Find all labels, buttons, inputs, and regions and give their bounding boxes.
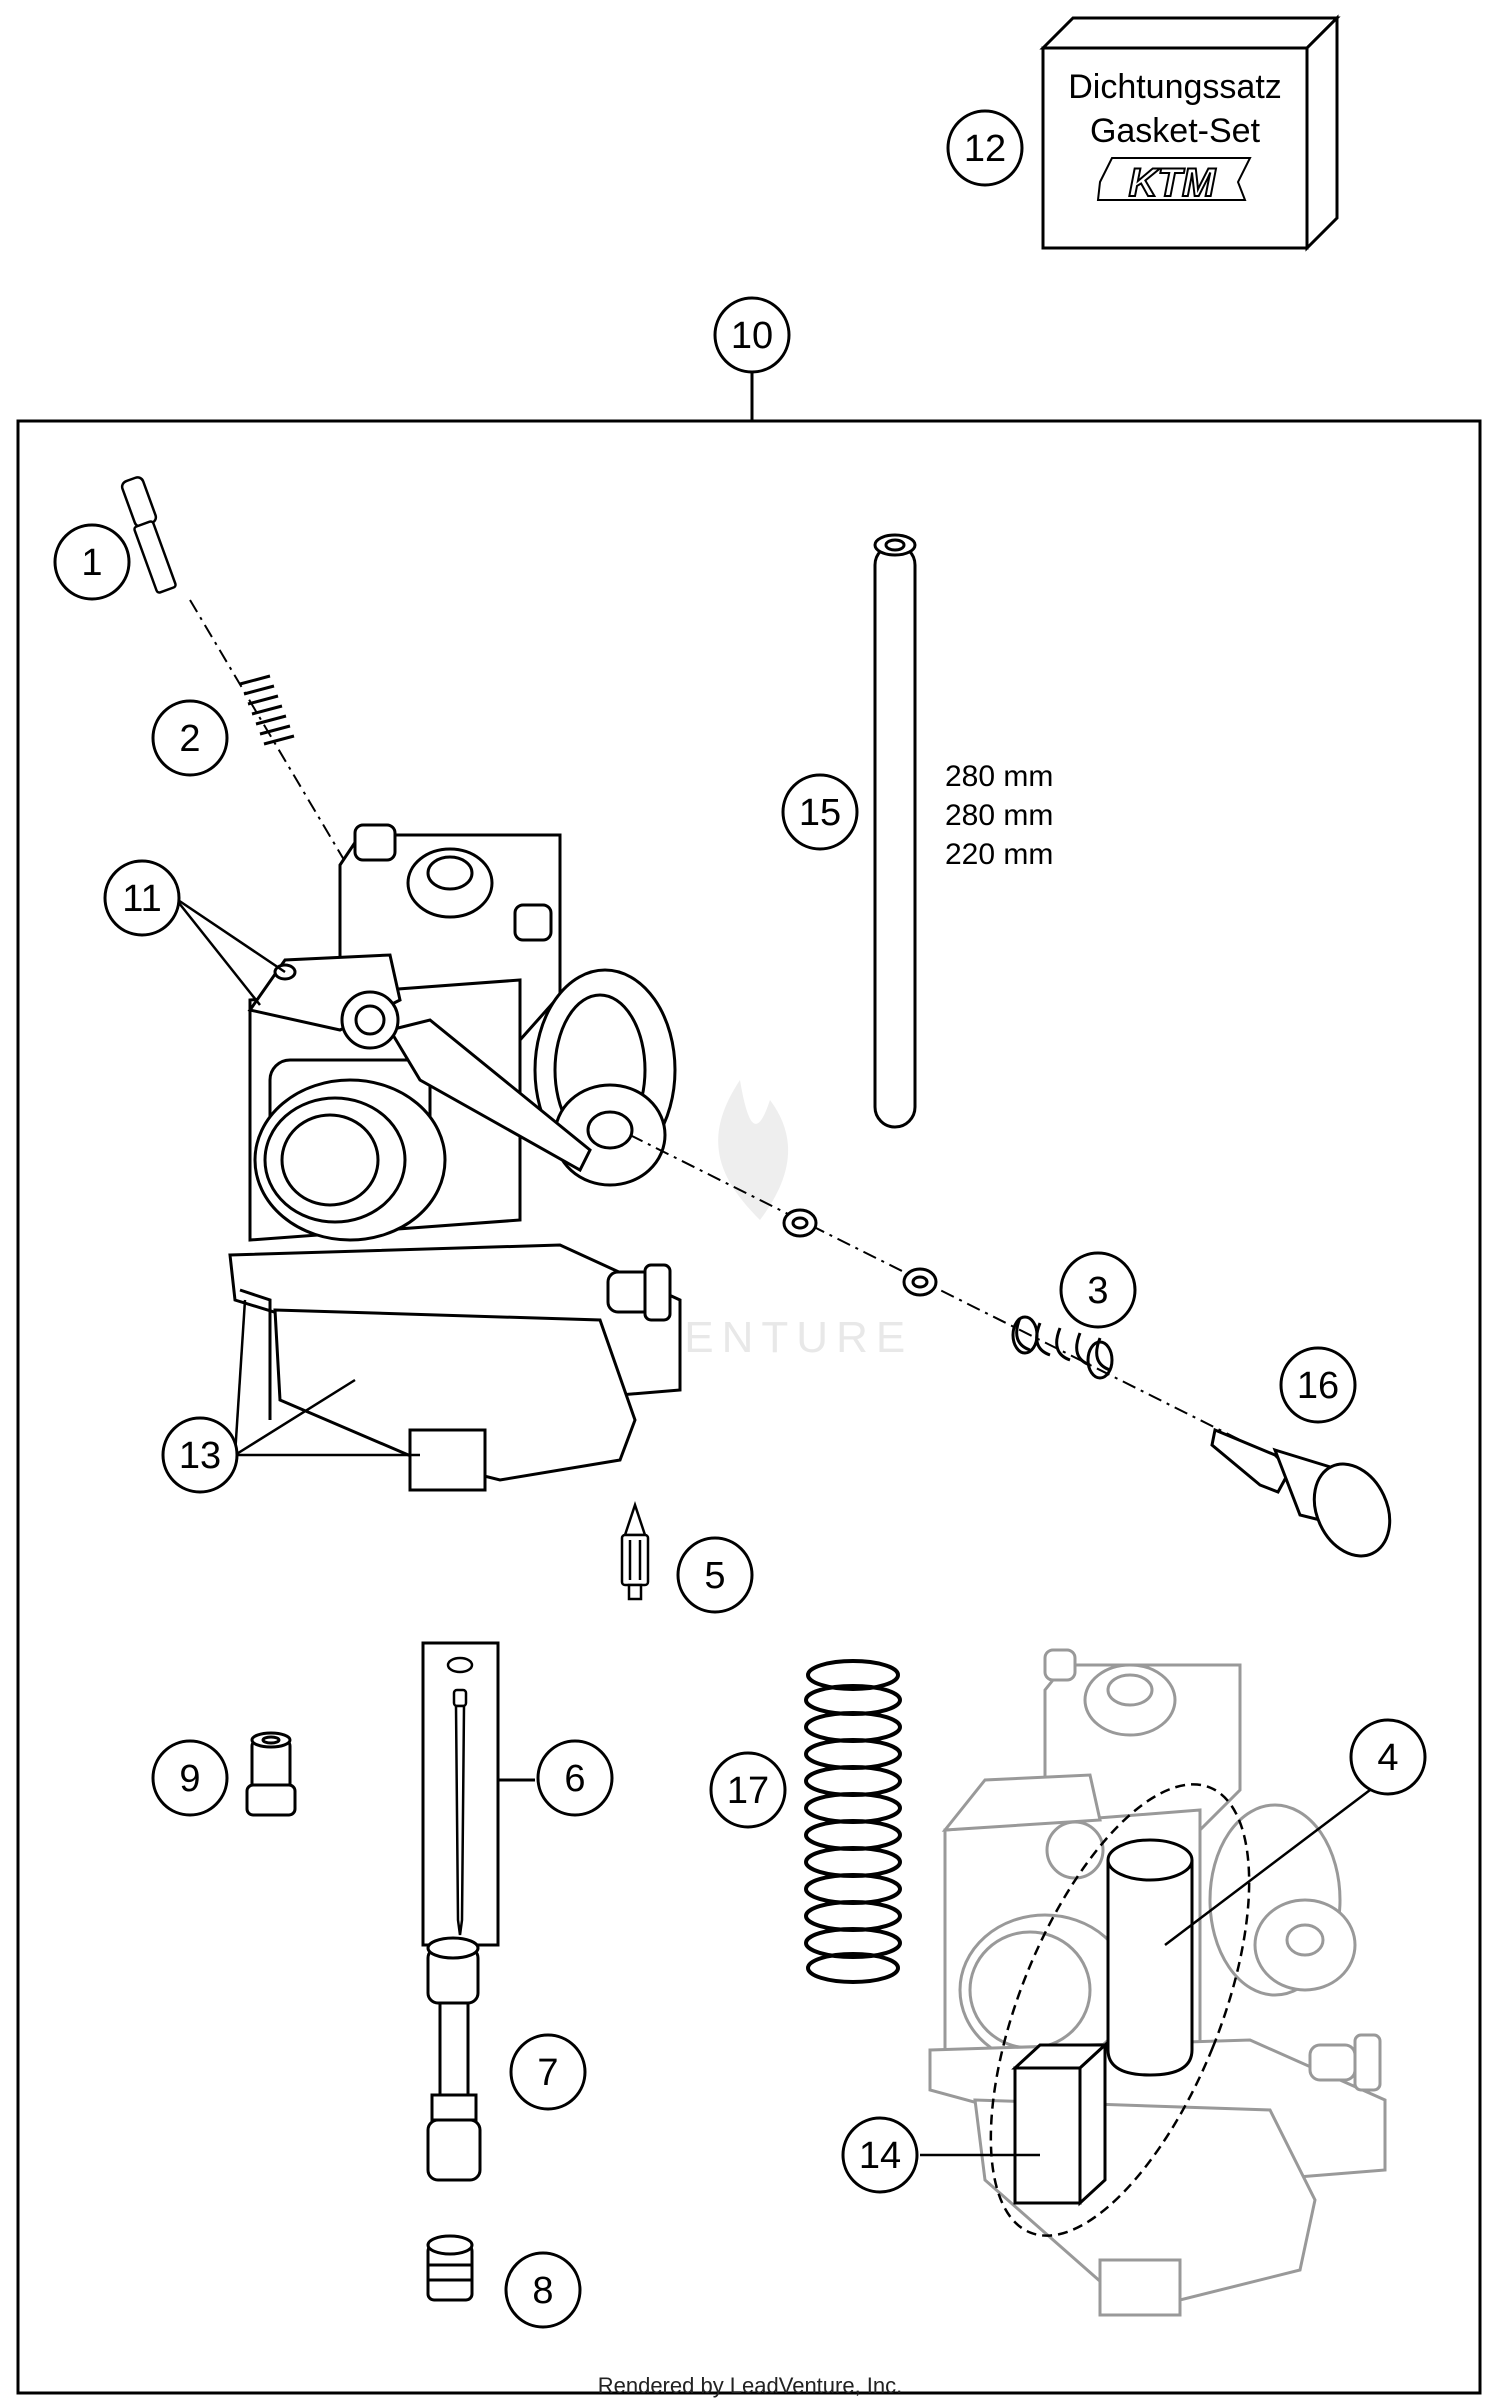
hose-length-3: 220 mm (945, 838, 1053, 871)
callout-10: 10 (713, 296, 791, 374)
cube-part (1011, 2041, 1109, 2207)
callout-13: 13 (161, 1416, 239, 1494)
cable-bracket (247, 953, 592, 1173)
washer-1 (782, 1208, 818, 1238)
callout-14: 14 (841, 2116, 919, 2194)
washer-2 (902, 1267, 938, 1297)
svg-text:5: 5 (704, 1555, 725, 1597)
callout-1: 1 (53, 523, 131, 601)
callout-11: 11 (103, 859, 181, 937)
callout-16: 16 (1279, 1346, 1357, 1424)
assembly-frame (16, 419, 1482, 2395)
carburetor-body (228, 823, 682, 1492)
svg-text:14: 14 (859, 2135, 901, 2177)
ktm-logo: KTM (1096, 157, 1252, 206)
callout-17: 17 (709, 1751, 787, 1829)
callout-2: 2 (151, 699, 229, 777)
svg-text:3: 3 (1087, 1270, 1108, 1312)
callout-4: 4 (1349, 1718, 1427, 1796)
idle-spring (1011, 1315, 1114, 1380)
leader-lines (174, 896, 1371, 2157)
hose-length-2: 280 mm (945, 799, 1053, 832)
svg-text:1: 1 (81, 542, 102, 584)
svg-text:KTM: KTM (1129, 161, 1217, 205)
gasket-box-line2: Gasket-Set (1090, 112, 1261, 150)
callout-12: 12 (946, 109, 1024, 187)
callout-5: 5 (676, 1536, 754, 1614)
adjuster-screw (120, 476, 177, 594)
assembly-outline (989, 1783, 1251, 2237)
callout-8: 8 (504, 2251, 582, 2329)
float-needle-valve (620, 1501, 650, 1601)
svg-text:6: 6 (564, 1758, 585, 1800)
svg-text:11: 11 (122, 878, 161, 920)
gasket-set-box: Dichtungssatz Gasket-Set KTM (1039, 14, 1341, 252)
idle-jet (245, 1731, 297, 1817)
needle-jet (426, 1936, 482, 2182)
svg-text:7: 7 (537, 2052, 558, 2094)
callout-7: 7 (509, 2033, 587, 2111)
main-jet (426, 2234, 474, 2302)
jet-needle (446, 1656, 474, 1936)
svg-text:12: 12 (964, 128, 1006, 170)
svg-text:16: 16 (1297, 1365, 1339, 1407)
svg-text:8: 8 (532, 2270, 553, 2312)
svg-text:10: 10 (731, 315, 773, 357)
callout-6: 6 (536, 1739, 614, 1817)
svg-text:9: 9 (179, 1758, 200, 1800)
float-bowl-gasket (239, 1288, 272, 1420)
idle-adjust-screw (1210, 1427, 1392, 1558)
throttle-slide (1106, 1838, 1194, 2077)
callout-9: 9 (151, 1739, 229, 1817)
svg-text:17: 17 (727, 1770, 769, 1812)
svg-text:2: 2 (179, 718, 200, 760)
gasket-box-line1: Dichtungssatz (1068, 68, 1282, 106)
footer-credit: Rendered by LeadVenture, Inc. (598, 2373, 903, 2398)
svg-text:15: 15 (799, 792, 841, 834)
callout-15: 15 (781, 773, 859, 851)
callout-3: 3 (1059, 1251, 1137, 1329)
hose-length-1: 280 mm (945, 760, 1053, 793)
fuel-hose (873, 533, 917, 1129)
svg-text:13: 13 (179, 1435, 221, 1477)
slide-spring (804, 1659, 902, 1984)
needle-spring (239, 674, 295, 746)
svg-text:4: 4 (1377, 1737, 1398, 1779)
